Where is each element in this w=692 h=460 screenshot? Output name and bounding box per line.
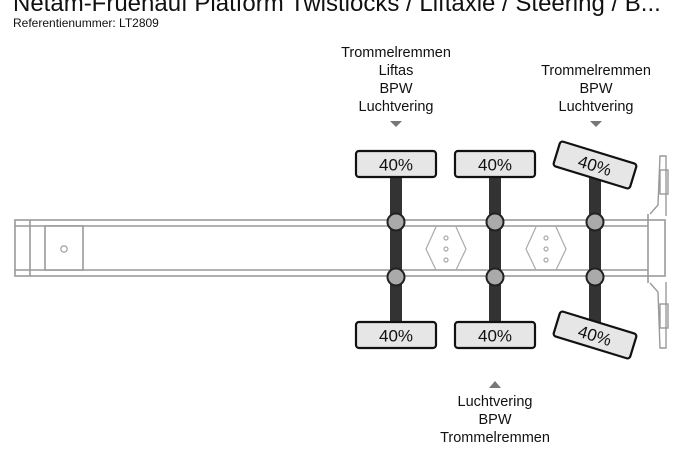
- tire-pressure-label: 40%: [478, 327, 512, 346]
- axle-3: 40% 40% Trommelremmen BPW Luchtvering: [541, 63, 651, 360]
- cross-member-2: [525, 226, 567, 271]
- arrow-down-icon: [590, 121, 602, 127]
- bolt-icon: [543, 246, 549, 252]
- kingpin-bracket-bottom: [649, 282, 669, 349]
- bolt-icon: [443, 257, 449, 263]
- axle-label-line: Trommelremmen: [341, 45, 451, 61]
- axle-label-line: BPW: [579, 81, 612, 97]
- tire-shape: [354, 320, 438, 350]
- kingpin-bracket-bottom-plate: [659, 303, 669, 329]
- axle-label-line: Luchtvering: [359, 99, 434, 115]
- axle-label-line: Trommelremmen: [541, 63, 651, 79]
- frame-outline: [14, 219, 666, 277]
- cross-member-1: [425, 226, 467, 271]
- tire-pressure-label: 40%: [478, 156, 512, 175]
- tire-shape: [354, 149, 438, 179]
- rear-bolt: [60, 245, 68, 253]
- axle-3-hub-top: [585, 212, 605, 232]
- tire-shape: [453, 149, 537, 179]
- axle-1-shaft: [390, 176, 402, 326]
- kingpin-bracket-top: [649, 155, 669, 216]
- axle-1-hub-top: [386, 212, 406, 232]
- axle-2: 40% 40% Luchtvering BPW Trommelremmen: [440, 149, 550, 446]
- kingpin-bracket-bottom-line: [649, 282, 667, 349]
- axle-3-shaft: [589, 176, 601, 326]
- arrow-down-icon: [390, 121, 402, 127]
- axle-label-line: Luchtvering: [559, 99, 634, 115]
- kingpin-bracket-top-line: [649, 155, 667, 216]
- axle-1-hub-bottom: [386, 267, 406, 287]
- bolt-icon: [443, 235, 449, 241]
- kingpin-bracket-top-plate: [659, 169, 669, 195]
- axle-3-top-tire: 40%: [552, 140, 638, 190]
- axle-2-top-tire: 40%: [453, 149, 537, 179]
- rear-plate: [44, 225, 84, 271]
- axle-label-line: Trommelremmen: [440, 430, 550, 446]
- bolt-icon: [443, 246, 449, 252]
- axle-label-line: BPW: [478, 412, 511, 428]
- axle-1: 40% 40% Trommelremmen Liftas BPW Luchtve…: [341, 45, 451, 350]
- axle-1-bottom-tire: 40%: [354, 320, 438, 350]
- arrow-up-icon: [489, 381, 501, 388]
- tire-shape: [453, 320, 537, 350]
- axle-2-hub-top: [485, 212, 505, 232]
- cross-member-2-bracket: [525, 226, 567, 271]
- tire-pressure-label: 40%: [379, 327, 413, 346]
- axle-label-line: Luchtvering: [458, 394, 533, 410]
- tire-shape: [552, 140, 638, 190]
- trailer-frame: [14, 214, 666, 283]
- axle-3-bottom-tire: 40%: [552, 310, 638, 360]
- cross-member-1-bracket: [425, 226, 467, 271]
- axle-1-top-labels: Trommelremmen Liftas BPW Luchtvering: [341, 45, 451, 127]
- axle-2-bottom-labels: Luchtvering BPW Trommelremmen: [440, 381, 550, 446]
- axle-label-line: BPW: [379, 81, 412, 97]
- axle-3-hub-bottom: [585, 267, 605, 287]
- axle-1-top-tire: 40%: [354, 149, 438, 179]
- axle-2-bottom-tire: 40%: [453, 320, 537, 350]
- reference-number: Referentienummer: LT2809: [13, 16, 159, 30]
- axle-2-shaft: [489, 176, 501, 326]
- axle-3-top-labels: Trommelremmen BPW Luchtvering: [541, 63, 651, 127]
- bolt-icon: [543, 235, 549, 241]
- bolt-icon: [543, 257, 549, 263]
- tire-pressure-label: 40%: [379, 156, 413, 175]
- axle-2-hub-bottom: [485, 267, 505, 287]
- tire-shape: [552, 310, 638, 360]
- page-title: Netam-Fruehauf Platform Twistlocks / Lif…: [13, 0, 661, 17]
- axle-label-line: Liftas: [379, 63, 414, 79]
